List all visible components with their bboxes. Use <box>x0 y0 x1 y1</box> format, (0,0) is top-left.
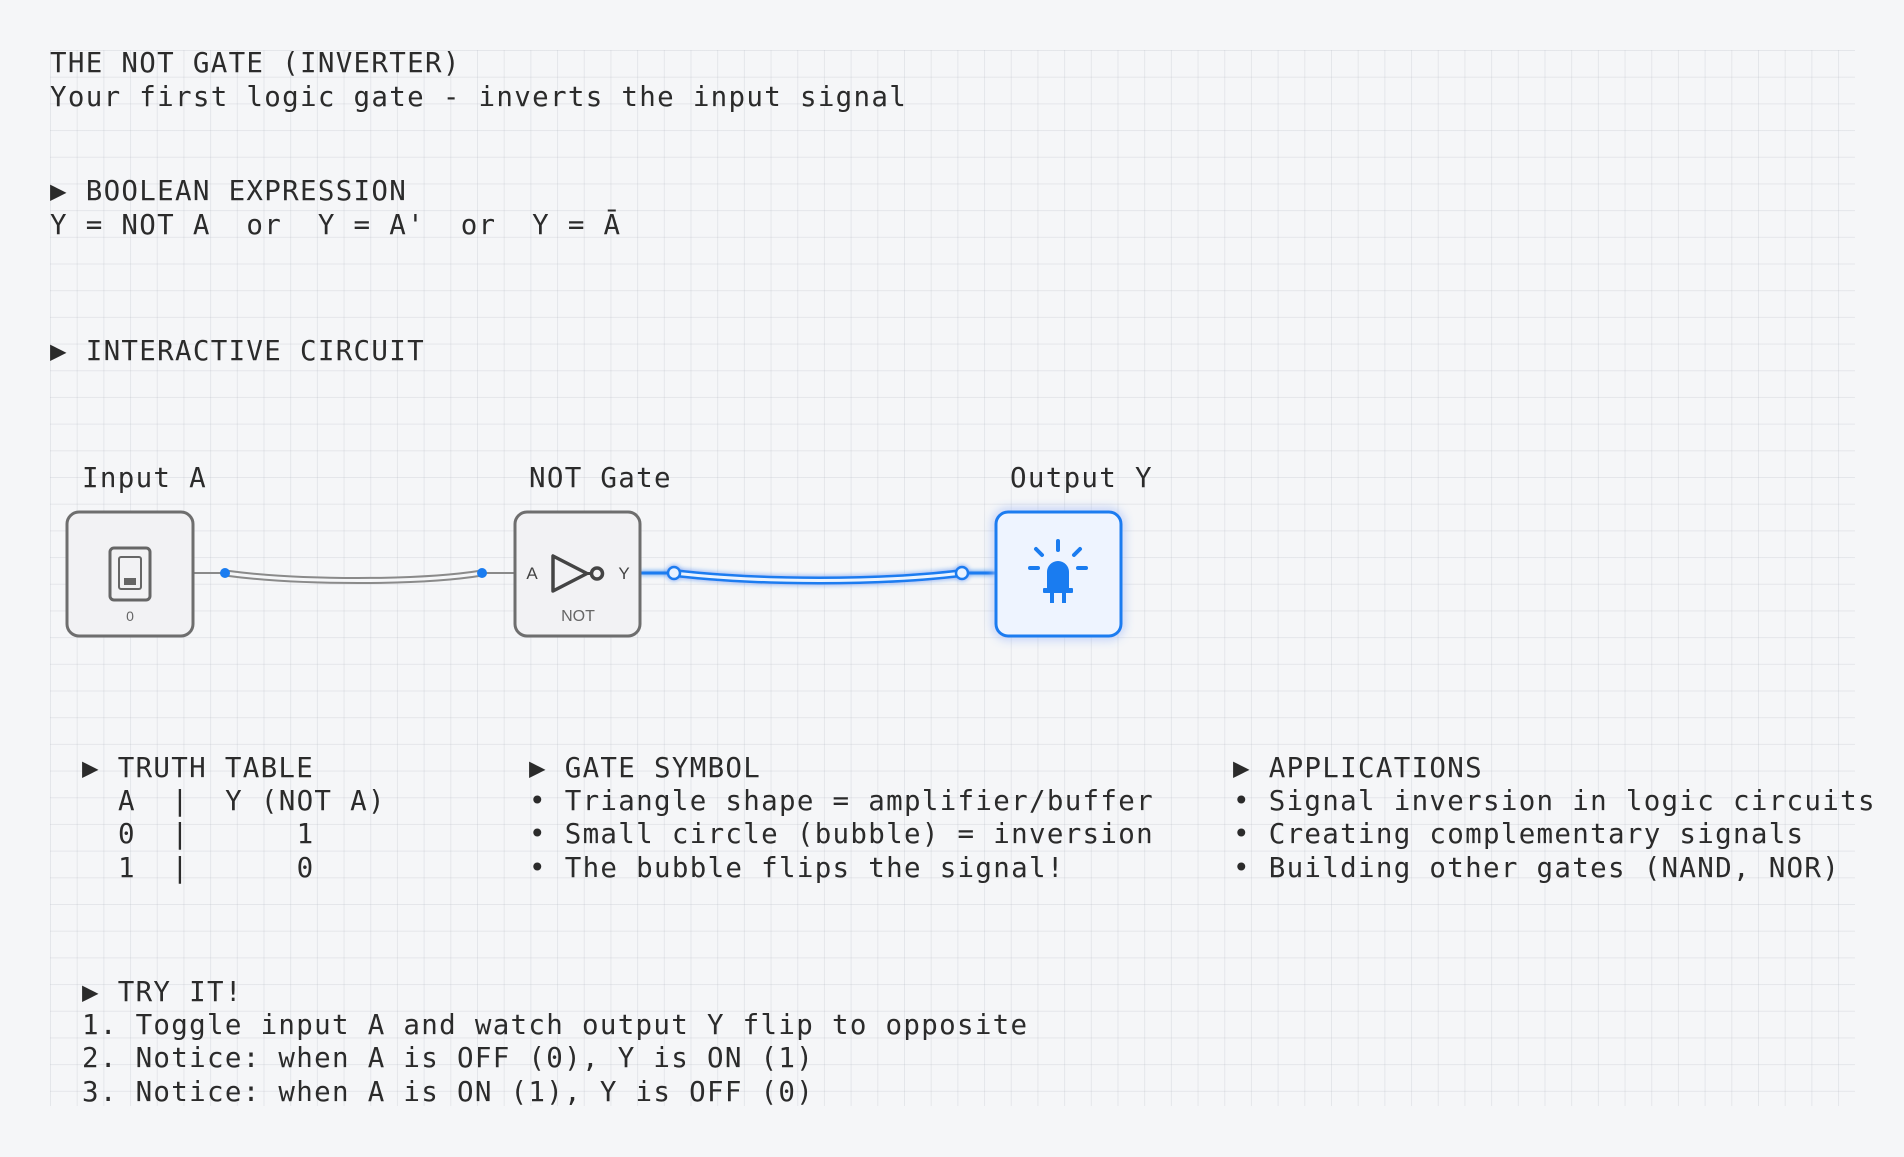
output-label: Output Y <box>1010 462 1153 494</box>
applications-item: • Signal inversion in logic circuits <box>1233 785 1876 817</box>
input-value-text: 0 <box>126 608 134 624</box>
output-led-node[interactable] <box>994 510 1123 638</box>
applications-item: • Building other gates (NAND, NOR) <box>1233 852 1841 884</box>
try-it-step: 2. Notice: when A is OFF (0), Y is ON (1… <box>82 1042 815 1074</box>
page-subtitle: Your first logic gate - inverts the inpu… <box>50 81 908 113</box>
truth-table-row: 1 | 0 <box>118 852 315 884</box>
truth-table-row: A | Y (NOT A) <box>118 785 386 817</box>
inversion-bubble-icon <box>589 566 605 581</box>
gate-name-text: NOT <box>561 608 595 625</box>
gate-symbol-heading: ▶ GATE SYMBOL <box>529 752 762 784</box>
try-it-step: 1. Toggle input A and watch output Y fli… <box>82 1009 1029 1041</box>
output-port-dot[interactable] <box>954 565 970 581</box>
gate-symbol-item: • Triangle shape = amplifier/buffer <box>529 785 1154 817</box>
try-it-step: 3. Notice: when A is ON (1), Y is OFF (0… <box>82 1076 815 1108</box>
boolean-heading: ▶ BOOLEAN EXPRESSION <box>50 175 408 207</box>
input-label: Input A <box>82 462 207 494</box>
circuit-heading: ▶ INTERACTIVE CIRCUIT <box>50 335 425 367</box>
wire-gate-to-output <box>640 565 996 585</box>
page-title: THE NOT GATE (INVERTER) <box>50 47 461 79</box>
toggle-switch-icon <box>108 546 152 602</box>
applications-item: • Creating complementary signals <box>1233 818 1805 850</box>
led-bulb-icon <box>1028 539 1088 603</box>
input-switch-node[interactable]: 0 <box>65 510 195 638</box>
input-port-dot[interactable] <box>220 568 230 578</box>
gate-symbol-item: • The bubble flips the signal! <box>529 852 1065 884</box>
wire-input-to-gate <box>193 568 515 584</box>
try-it-heading: ▶ TRY IT! <box>82 976 243 1008</box>
gate-out-port-dot[interactable] <box>666 565 682 581</box>
gate-in-port-dot[interactable] <box>477 568 487 578</box>
not-gate-triangle-icon <box>551 554 589 593</box>
boolean-expression: Y = NOT A or Y = A' or Y = Ā <box>50 209 622 241</box>
not-gate-node[interactable]: A Y NOT <box>513 510 642 638</box>
gate-symbol-item: • Small circle (bubble) = inversion <box>529 818 1154 850</box>
applications-heading: ▶ APPLICATIONS <box>1233 752 1483 784</box>
gate-in-pin-label: A <box>526 564 538 583</box>
gate-out-pin-label: Y <box>618 564 629 583</box>
truth-table-row: 0 | 1 <box>118 818 315 850</box>
truth-table-heading: ▶ TRUTH TABLE <box>82 752 315 784</box>
gate-label: NOT Gate <box>529 462 672 494</box>
